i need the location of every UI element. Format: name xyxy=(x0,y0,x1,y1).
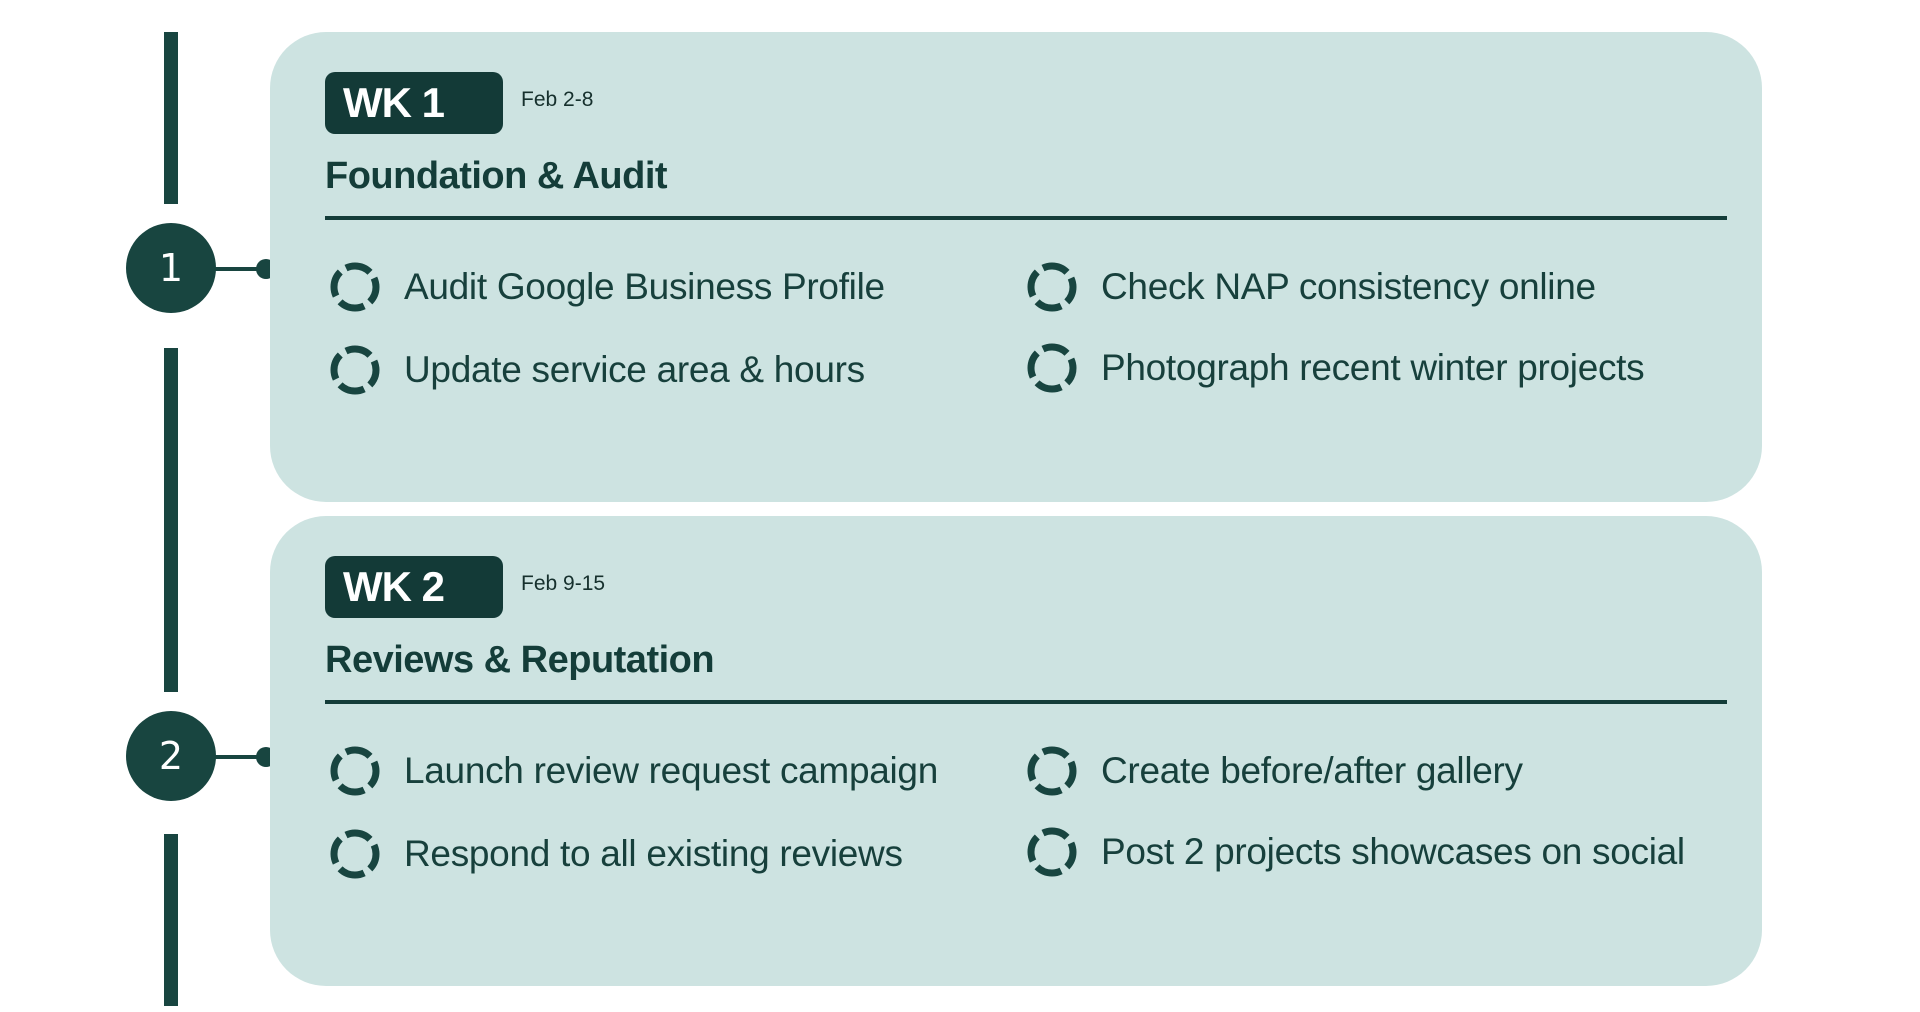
task-item[interactable]: Respond to all existing reviews xyxy=(328,827,903,881)
timeline-connector xyxy=(214,267,264,271)
task-label: Create before/after gallery xyxy=(1101,750,1523,791)
week-card-1: WK 1 Feb 2-8 Foundation & Audit Audit Go… xyxy=(270,32,1762,502)
week-dates: Feb 2-8 xyxy=(521,88,594,111)
timeline-rail-segment xyxy=(164,348,178,692)
task-label: Photograph recent winter projects xyxy=(1101,347,1645,388)
task-label: Audit Google Business Profile xyxy=(404,266,885,307)
divider xyxy=(325,700,1727,704)
week-dates: Feb 9-15 xyxy=(521,572,606,595)
task-item[interactable]: Photograph recent winter projects xyxy=(1025,341,1645,395)
task-label: Update service area & hours xyxy=(404,349,865,390)
task-item[interactable]: Check NAP consistency online xyxy=(1025,260,1596,314)
timeline-rail-segment xyxy=(164,32,178,204)
progress-ring-icon xyxy=(1027,343,1077,393)
progress-ring-icon xyxy=(1027,827,1077,877)
progress-ring-icon xyxy=(330,262,380,312)
week-title: Reviews & Reputation xyxy=(325,639,715,681)
task-label: Check NAP consistency online xyxy=(1101,266,1596,307)
timeline-connector xyxy=(214,755,264,759)
task-label: Respond to all existing reviews xyxy=(404,833,903,874)
task-item[interactable]: Launch review request campaign xyxy=(328,744,938,798)
timeline-step-1: 1 xyxy=(126,223,216,313)
task-label: Launch review request campaign xyxy=(404,750,938,791)
week-badge: WK 2 xyxy=(325,556,503,618)
week-badge: WK 1 xyxy=(325,72,503,134)
week-title: Foundation & Audit xyxy=(325,155,668,197)
progress-ring-icon xyxy=(330,746,380,796)
task-item[interactable]: Update service area & hours xyxy=(328,343,865,397)
timeline-step-2: 2 xyxy=(126,711,216,801)
task-item[interactable]: Create before/after gallery xyxy=(1025,744,1523,798)
timeline-rail-segment xyxy=(164,834,178,1006)
week-card-2: WK 2 Feb 9-15 Reviews & Reputation Launc… xyxy=(270,516,1762,986)
divider xyxy=(325,216,1727,220)
progress-ring-icon xyxy=(1027,262,1077,312)
progress-ring-icon xyxy=(330,829,380,879)
progress-ring-icon xyxy=(330,345,380,395)
task-item[interactable]: Post 2 projects showcases on social xyxy=(1025,825,1685,879)
task-item[interactable]: Audit Google Business Profile xyxy=(328,260,885,314)
progress-ring-icon xyxy=(1027,746,1077,796)
task-label: Post 2 projects showcases on social xyxy=(1101,831,1685,872)
